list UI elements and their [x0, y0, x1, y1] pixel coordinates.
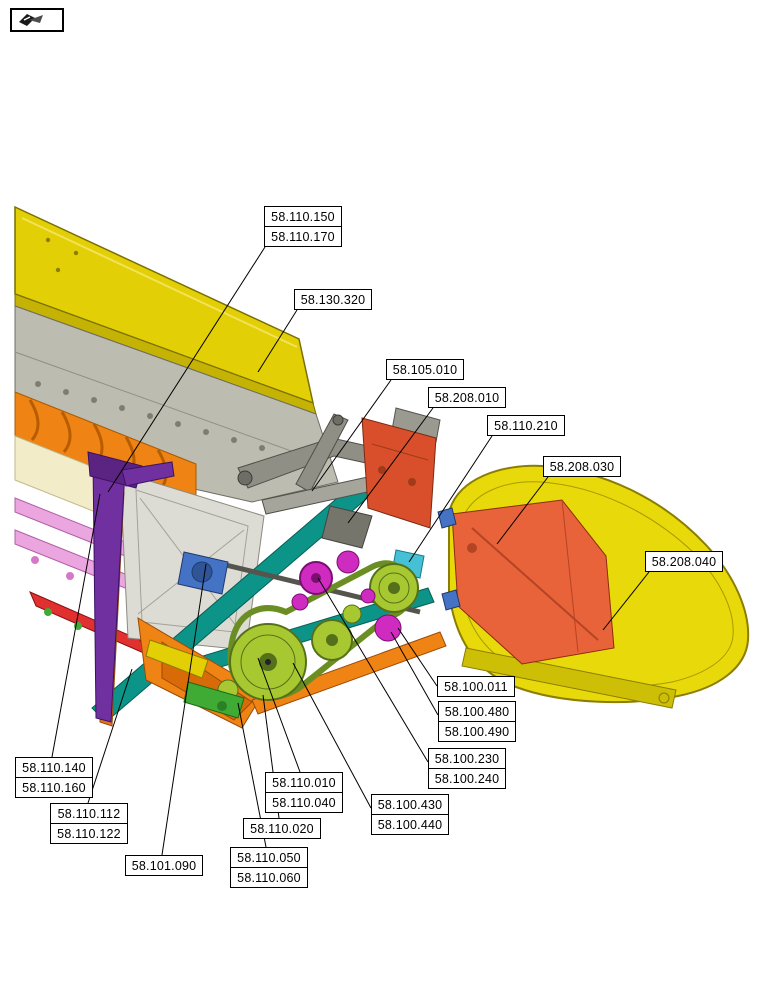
- deflector: [145, 639, 245, 719]
- callout-58-100-440[interactable]: 58.100.440: [371, 814, 449, 835]
- cover-hinges: [437, 507, 461, 611]
- leader-line: [317, 577, 429, 763]
- callout-58-110-040[interactable]: 58.110.040: [265, 792, 343, 813]
- leader-line: [496, 476, 549, 545]
- callout-58-110-060[interactable]: 58.110.060: [230, 867, 308, 888]
- callout-58-100-240[interactable]: 58.100.240: [428, 768, 506, 789]
- leader-line: [257, 657, 301, 773]
- callout-58-110-140[interactable]: 58.110.140: [15, 757, 93, 778]
- callout-58-208-030[interactable]: 58.208.030: [543, 456, 621, 477]
- leader-line: [51, 493, 101, 758]
- leader-line: [347, 407, 434, 524]
- callout-58-101-090[interactable]: 58.101.090: [125, 855, 203, 876]
- leader-line: [408, 435, 493, 563]
- callout-58-110-122[interactable]: 58.110.122: [50, 823, 128, 844]
- leader-line: [602, 571, 650, 631]
- auger-trough-panel: [14, 205, 317, 415]
- leader-line: [311, 379, 392, 492]
- callout-58-100-011[interactable]: 58.100.011: [437, 676, 515, 697]
- divider-post: [87, 451, 175, 727]
- callout-58-100-430[interactable]: 58.100.430: [371, 794, 449, 815]
- callout-58-110-020[interactable]: 58.110.020: [243, 818, 321, 839]
- callout-58-100-480[interactable]: 58.100.480: [438, 701, 516, 722]
- leader-line: [397, 627, 438, 687]
- leader-line: [87, 668, 133, 804]
- cover-inner-panel: [451, 499, 615, 665]
- print-export-icon: [19, 14, 43, 26]
- belt-drive: [217, 560, 419, 701]
- leader-line: [107, 246, 266, 493]
- leader-line: [257, 309, 298, 373]
- mount-plates: [321, 407, 441, 549]
- callout-58-110-050[interactable]: 58.110.050: [230, 847, 308, 868]
- callout-58-208-040[interactable]: 58.208.040: [645, 551, 723, 572]
- callout-58-100-230[interactable]: 58.100.230: [428, 748, 506, 769]
- print-export-button[interactable]: [10, 8, 64, 32]
- callout-58-110-210[interactable]: 58.110.210: [487, 415, 565, 436]
- callout-58-130-320[interactable]: 58.130.320: [294, 289, 372, 310]
- leader-line: [292, 662, 372, 809]
- callout-58-208-010[interactable]: 58.208.010: [428, 387, 506, 408]
- callout-58-110-170[interactable]: 58.110.170: [264, 226, 342, 247]
- drive-gears: [291, 550, 402, 642]
- leader-line: [390, 631, 439, 716]
- callout-58-110-112[interactable]: 58.110.112: [50, 803, 128, 824]
- callout-58-100-490[interactable]: 58.100.490: [438, 721, 516, 742]
- leader-line: [161, 563, 207, 856]
- callout-58-110-010[interactable]: 58.110.010: [265, 772, 343, 793]
- leader-lines: [51, 246, 650, 856]
- callout-58-105-010[interactable]: 58.105.010: [386, 359, 464, 380]
- callout-58-110-150[interactable]: 58.110.150: [264, 206, 342, 227]
- gearbox: [177, 551, 229, 595]
- callout-58-110-160[interactable]: 58.110.160: [15, 777, 93, 798]
